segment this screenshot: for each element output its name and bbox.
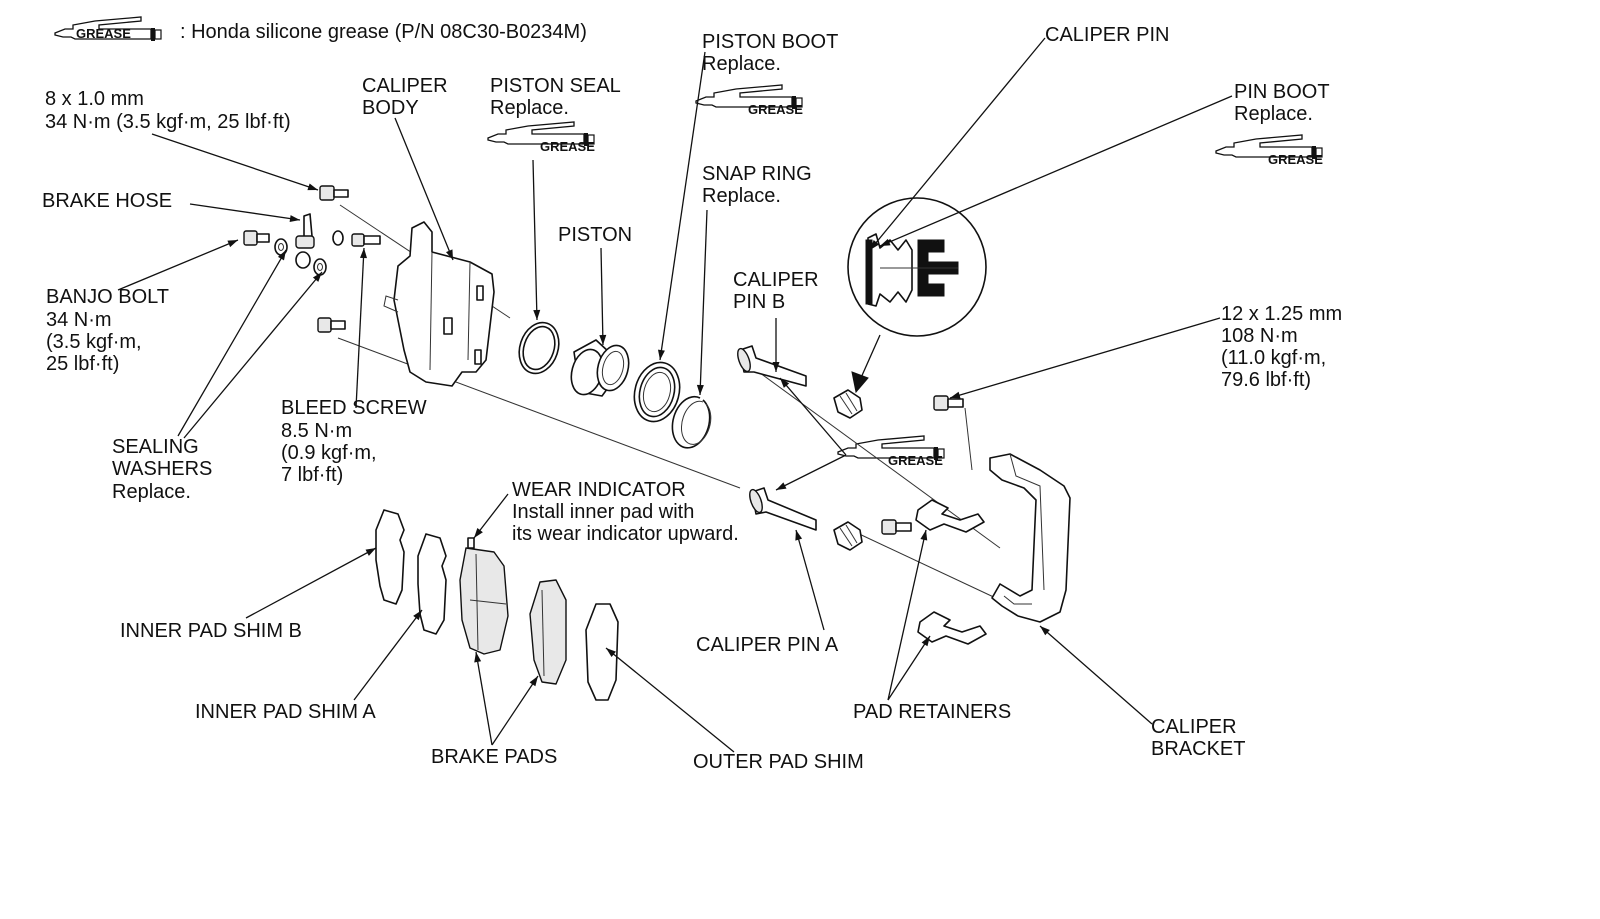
piston-seal-icon: [518, 321, 560, 375]
label-pad-retainers: PAD RETAINERS: [853, 701, 1011, 723]
label-bracket-bolt-spec: 12 x 1.25 mm 108 N·m (11.0 kgf·m, 79.6 l…: [1221, 303, 1348, 391]
arrowhead: [780, 378, 790, 388]
piston-boot-icon: [633, 361, 681, 423]
label-brake-pads: BRAKE PADS: [431, 746, 557, 768]
label-caliper-pin-b: CALIPER PIN B: [733, 269, 824, 313]
arrowhead: [529, 676, 538, 687]
arrowhead: [921, 636, 930, 647]
piston-icon: [570, 339, 630, 397]
arrowhead: [227, 240, 238, 248]
arrowhead: [870, 240, 880, 250]
pin-boot-detail-magnifier: [847, 197, 987, 394]
brake-hose-icon: [295, 213, 315, 269]
arrowhead: [880, 238, 891, 246]
arrowhead: [474, 652, 482, 663]
label-caliper-bracket: CALIPER BRACKET: [1151, 716, 1245, 760]
bracket-bolt-icon: [933, 395, 964, 411]
arrowhead: [795, 530, 803, 541]
grease-legend-text: : Honda silicone grease (P/N 08C30-B0234…: [180, 21, 587, 43]
label-inner-pad-shim-a: INNER PAD SHIM A: [195, 701, 376, 723]
arrowhead: [606, 648, 616, 658]
leader-lines: [117, 37, 1233, 753]
label-sealing-washers: SEALING WASHERS Replace.: [112, 436, 218, 503]
label-snap-ring: SNAP RING Replace.: [702, 163, 817, 207]
brake-pad-outer-icon: [529, 579, 567, 685]
label-banjo-bolt: BANJO BOLT 34 N·m (3.5 kgf·m, 25 lbf·ft): [46, 286, 174, 375]
inner-pad-shim-b-icon: [375, 509, 405, 605]
arrowhead: [307, 183, 318, 191]
washer-icon: [332, 230, 344, 246]
arrowhead: [289, 215, 300, 223]
pin-boot-icon: [833, 389, 863, 419]
arrowhead: [413, 610, 422, 621]
lower-bolt-icon: [317, 317, 346, 333]
upper-bolt-icon: [319, 185, 349, 201]
arrowhead: [920, 530, 928, 541]
brake-pad-inner-icon: [459, 537, 509, 655]
caliper-body-icon: [383, 221, 495, 387]
arrowhead: [445, 249, 453, 260]
pin-boot-icon: [833, 521, 863, 551]
arrowhead: [657, 349, 665, 360]
arrowhead: [1040, 626, 1050, 636]
arrowhead: [360, 248, 367, 259]
arrowhead: [277, 250, 286, 261]
snap-ring-icon: [671, 395, 712, 449]
arrowhead: [696, 384, 704, 395]
label-piston-boot: PISTON BOOT Replace.: [702, 31, 844, 75]
arrowhead: [599, 334, 607, 345]
grease-badge-pin-boot: GREASE: [1268, 152, 1323, 167]
outer-pad-shim-icon: [585, 603, 619, 701]
caliper-pin-a-icon: [749, 487, 817, 531]
pad-retainer-icon: [915, 499, 985, 533]
caliper-bracket-icon: [989, 453, 1071, 623]
label-caliper-pin: CALIPER PIN: [1045, 24, 1169, 46]
leader-arrowheads: [227, 183, 1050, 687]
label-bolt-spec: 8 x 1.0 mm 34 N·m (3.5 kgf·m, 25 lbf·ft): [45, 88, 291, 133]
arrowhead: [474, 527, 483, 538]
caliper-pin-b-icon: [737, 345, 807, 387]
label-brake-hose: BRAKE HOSE: [42, 190, 172, 212]
grease-badge: GREASE: [76, 26, 131, 41]
label-piston-seal: PISTON SEAL Replace.: [490, 75, 626, 119]
grease-badge-piston-boot: GREASE: [748, 102, 803, 117]
grease-legend: GREASE : Honda silicone grease (P/N 08C3…: [54, 16, 587, 43]
grease-badge-piston-seal: GREASE: [540, 139, 595, 154]
arrowhead: [950, 391, 961, 399]
label-wear-indicator: WEAR INDICATOR Install inner pad with it…: [512, 479, 739, 545]
arrowhead: [312, 272, 322, 282]
banjo-bolt-icon: [243, 230, 270, 246]
arrowhead: [772, 362, 780, 372]
label-bleed-screw: BLEED SCREW 8.5 N·m (0.9 kgf·m, 7 lbf·ft…: [281, 397, 432, 486]
arrowhead: [533, 309, 541, 320]
label-outer-pad-shim: OUTER PAD SHIM: [693, 751, 864, 773]
arrowhead: [776, 482, 787, 490]
label-caliper-pin-a: CALIPER PIN A: [696, 634, 839, 656]
arrowhead: [365, 548, 376, 556]
label-piston: PISTON: [558, 224, 632, 246]
sealing-washer-icon: [313, 258, 327, 276]
grease-badge-caliper-pin: GREASE: [888, 453, 943, 468]
label-inner-pad-shim-b: INNER PAD SHIM B: [120, 620, 302, 642]
bracket-bolt-icon: [881, 519, 912, 535]
inner-pad-shim-a-icon: [417, 533, 447, 635]
label-pin-boot: PIN BOOT Replace.: [1234, 81, 1335, 125]
bleed-screw-icon: [351, 233, 381, 247]
pad-retainer-icon: [917, 611, 987, 645]
label-caliper-body: CALIPER BODY: [362, 75, 453, 119]
